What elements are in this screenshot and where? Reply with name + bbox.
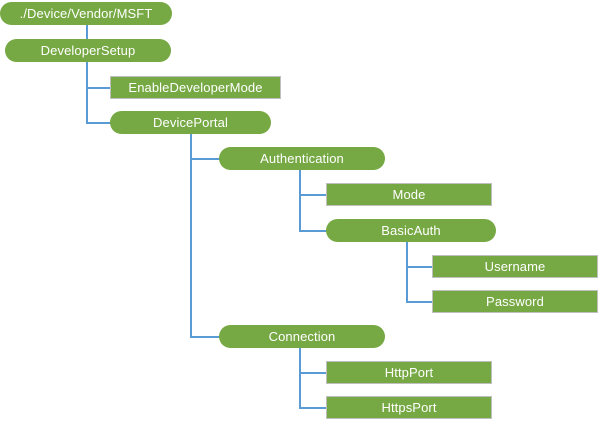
- connector-device-portal-to-authentication: [190, 134, 223, 160]
- connector-basic-auth-to-password: [406, 242, 432, 303]
- node-label-device-portal: DevicePortal: [153, 115, 228, 130]
- node-https-port[interactable]: HttpsPort: [326, 396, 492, 419]
- node-label-root: ./Device/Vendor/MSFT: [19, 6, 153, 21]
- node-label-https-port: HttpsPort: [381, 400, 437, 415]
- node-label-enable-developer-mode: EnableDeveloperMode: [128, 80, 263, 95]
- node-basic-auth[interactable]: BasicAuth: [326, 219, 496, 242]
- node-device-portal[interactable]: DevicePortal: [110, 111, 271, 134]
- node-label-developer-setup: DeveloperSetup: [40, 43, 136, 58]
- node-label-password: Password: [486, 294, 544, 309]
- connector-connection-to-https-port: [299, 348, 326, 409]
- node-http-port[interactable]: HttpPort: [326, 361, 492, 384]
- node-mode[interactable]: Mode: [326, 183, 492, 206]
- connector-basic-auth-to-username: [406, 242, 432, 268]
- node-label-http-port: HttpPort: [384, 365, 434, 380]
- node-authentication[interactable]: Authentication: [219, 147, 385, 170]
- node-label-authentication: Authentication: [260, 151, 344, 166]
- node-developer-setup[interactable]: DeveloperSetup: [5, 39, 171, 62]
- node-label-mode: Mode: [392, 187, 426, 202]
- node-label-username: Username: [484, 259, 546, 274]
- connector-device-portal-to-connection: [190, 134, 223, 338]
- node-enable-developer-mode[interactable]: EnableDeveloperMode: [110, 76, 281, 99]
- node-label-connection: Connection: [268, 329, 336, 344]
- node-label-basic-auth: BasicAuth: [381, 223, 441, 238]
- node-username[interactable]: Username: [432, 255, 598, 278]
- node-connection[interactable]: Connection: [219, 325, 385, 348]
- connector-connection-to-http-port: [299, 348, 326, 374]
- connector-developer-setup-to-enable-developer-mode: [86, 62, 110, 89]
- node-root[interactable]: ./Device/Vendor/MSFT: [0, 2, 172, 25]
- connector-authentication-to-mode: [299, 170, 326, 196]
- node-password[interactable]: Password: [432, 290, 598, 313]
